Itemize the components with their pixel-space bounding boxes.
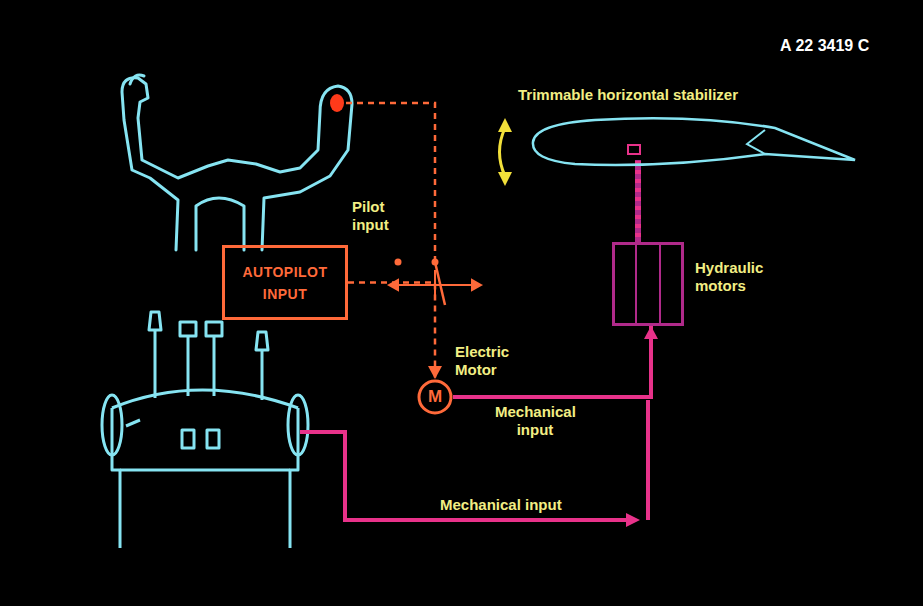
- control-yoke: [122, 75, 352, 250]
- arrowhead: [428, 366, 442, 379]
- hydraulic-label: Hydraulic motors: [695, 259, 785, 295]
- stabilizer-label: Trimmable horizontal stabilizer: [518, 86, 738, 104]
- motor-divider: [659, 245, 661, 323]
- arrowhead: [498, 172, 512, 186]
- autopilot-box: AUTOPILOT INPUT: [222, 245, 348, 320]
- motor-symbol: M: [417, 379, 453, 415]
- elevator-hinge: [747, 130, 765, 154]
- box-text: AUTOPILOT INPUT: [235, 261, 335, 305]
- mechanical-connector: [453, 326, 658, 397]
- motor-divider: [635, 245, 637, 323]
- connector-line: [635, 160, 641, 242]
- trim-switch: [330, 94, 344, 112]
- jackscrew-nut: [628, 145, 640, 154]
- connector-line: [348, 283, 435, 380]
- mechanical-linkage: [300, 432, 630, 520]
- mechanical-input-label: Mechanical input: [440, 496, 562, 514]
- pilot-signal-line: [346, 103, 435, 262]
- jackscrew-shaft: [638, 160, 639, 242]
- throttle-pedestal: [102, 312, 308, 548]
- pivot-arrow: [500, 128, 506, 176]
- arrowhead: [626, 513, 640, 527]
- mechanical-linkage: [646, 400, 650, 520]
- stabilizer: Trimmable horizontal stabilizer: [515, 84, 860, 172]
- arrowhead: [644, 326, 658, 339]
- motor-label: Electric Motor: [455, 343, 527, 379]
- hydraulic-motor-box: Hydraulic motors: [612, 242, 684, 326]
- figure-number: A 22 3419 C: [780, 37, 869, 55]
- signal-connector: [348, 283, 442, 380]
- airfoil-shape: [533, 118, 855, 165]
- motor-circle: Electric MotorM: [417, 379, 453, 415]
- connector-line: [453, 326, 651, 397]
- pilot-input-label: Pilot input: [352, 198, 412, 234]
- switch-blade: [435, 262, 445, 305]
- connector-stripe: [635, 160, 641, 242]
- switch-contact: [395, 259, 402, 266]
- edge-label: Mechanical input: [495, 403, 575, 439]
- arrowhead: [498, 118, 512, 132]
